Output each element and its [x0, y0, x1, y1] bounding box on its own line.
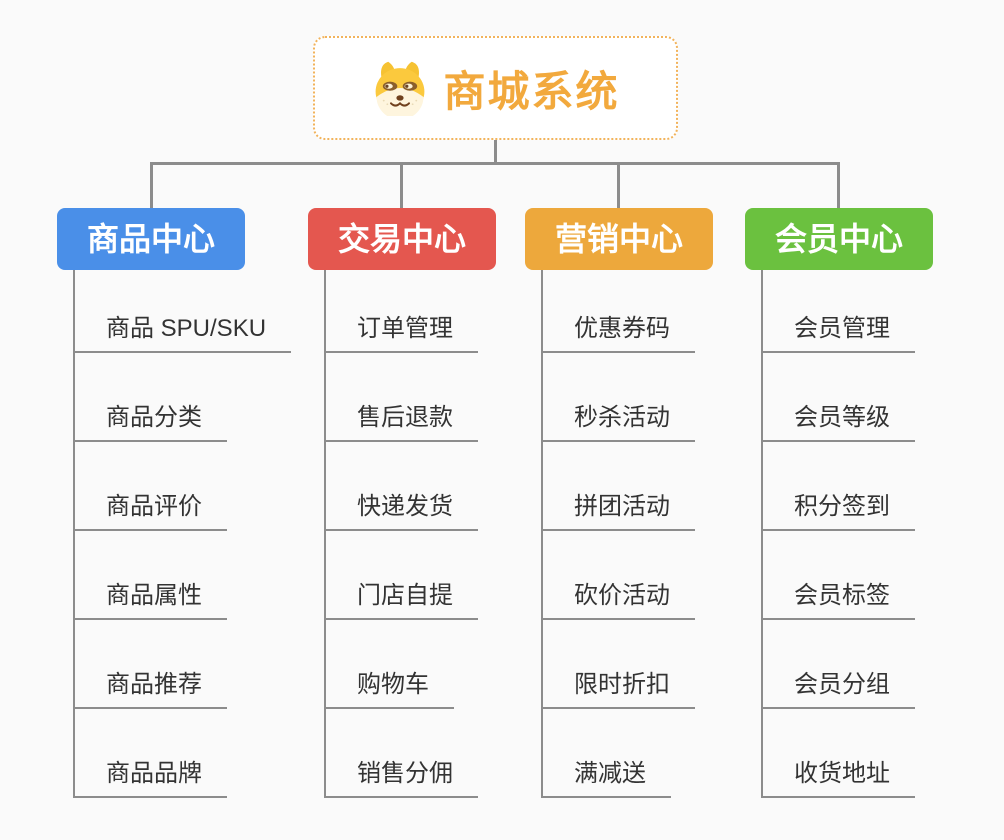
branch-node-trade-center[interactable]: 交易中心: [308, 208, 496, 270]
child-node[interactable]: 快递发货: [326, 491, 478, 531]
branch-children-trade: 订单管理 售后退款 快递发货 门店自提 购物车 销售分佣: [324, 270, 496, 798]
child-node[interactable]: 限时折扣: [543, 669, 695, 709]
connector-drop-3: [617, 162, 620, 208]
child-node[interactable]: 收货地址: [763, 758, 915, 798]
branch-node-marketing-center[interactable]: 营销中心: [525, 208, 713, 270]
shiba-dog-icon: [371, 60, 429, 116]
child-node[interactable]: 会员管理: [763, 313, 915, 353]
root-node[interactable]: 商城系统: [313, 36, 678, 140]
child-node[interactable]: 购物车: [326, 669, 454, 709]
child-node[interactable]: 商品属性: [75, 580, 227, 620]
connector-drop-4: [837, 162, 840, 208]
child-node[interactable]: 满减送: [543, 758, 671, 798]
child-node[interactable]: 优惠券码: [543, 313, 695, 353]
child-node[interactable]: 会员标签: [763, 580, 915, 620]
child-node[interactable]: 积分签到: [763, 491, 915, 531]
branch-children-member: 会员管理 会员等级 积分签到 会员标签 会员分组 收货地址: [761, 270, 933, 798]
child-node[interactable]: 拼团活动: [543, 491, 695, 531]
child-node[interactable]: 会员等级: [763, 402, 915, 442]
branch-column-trade: 交易中心 订单管理 售后退款 快递发货 门店自提 购物车 销售分佣: [308, 208, 496, 798]
connector-bus: [150, 162, 840, 165]
connector-drop-1: [150, 162, 153, 208]
connector-drop-2: [400, 162, 403, 208]
child-node[interactable]: 商品推荐: [75, 669, 227, 709]
branch-column-member: 会员中心 会员管理 会员等级 积分签到 会员标签 会员分组 收货地址: [745, 208, 933, 798]
child-node[interactable]: 售后退款: [326, 402, 478, 442]
connector-root-stub: [494, 140, 497, 165]
child-node[interactable]: 会员分组: [763, 669, 915, 709]
branch-column-marketing: 营销中心 优惠券码 秒杀活动 拼团活动 砍价活动 限时折扣 满减送: [525, 208, 713, 798]
child-node[interactable]: 订单管理: [326, 313, 478, 353]
child-node[interactable]: 商品 SPU/SKU: [75, 313, 292, 353]
branch-children-goods: 商品 SPU/SKU 商品分类 商品评价 商品属性 商品推荐 商品品牌: [73, 270, 292, 798]
root-title: 商城系统: [443, 67, 620, 115]
child-node[interactable]: 门店自提: [326, 580, 478, 620]
child-node[interactable]: 销售分佣: [326, 758, 478, 798]
branch-node-goods-center[interactable]: 商品中心: [57, 208, 245, 270]
branch-node-member-center[interactable]: 会员中心: [745, 208, 933, 270]
branch-children-marketing: 优惠券码 秒杀活动 拼团活动 砍价活动 限时折扣 满减送: [541, 270, 713, 798]
child-node[interactable]: 商品评价: [75, 491, 227, 531]
child-node[interactable]: 砍价活动: [543, 580, 695, 620]
child-node[interactable]: 商品品牌: [75, 758, 227, 798]
child-node[interactable]: 商品分类: [75, 402, 227, 442]
child-node[interactable]: 秒杀活动: [543, 402, 695, 442]
branch-column-goods: 商品中心 商品 SPU/SKU 商品分类 商品评价 商品属性 商品推荐 商品品牌: [57, 208, 292, 798]
